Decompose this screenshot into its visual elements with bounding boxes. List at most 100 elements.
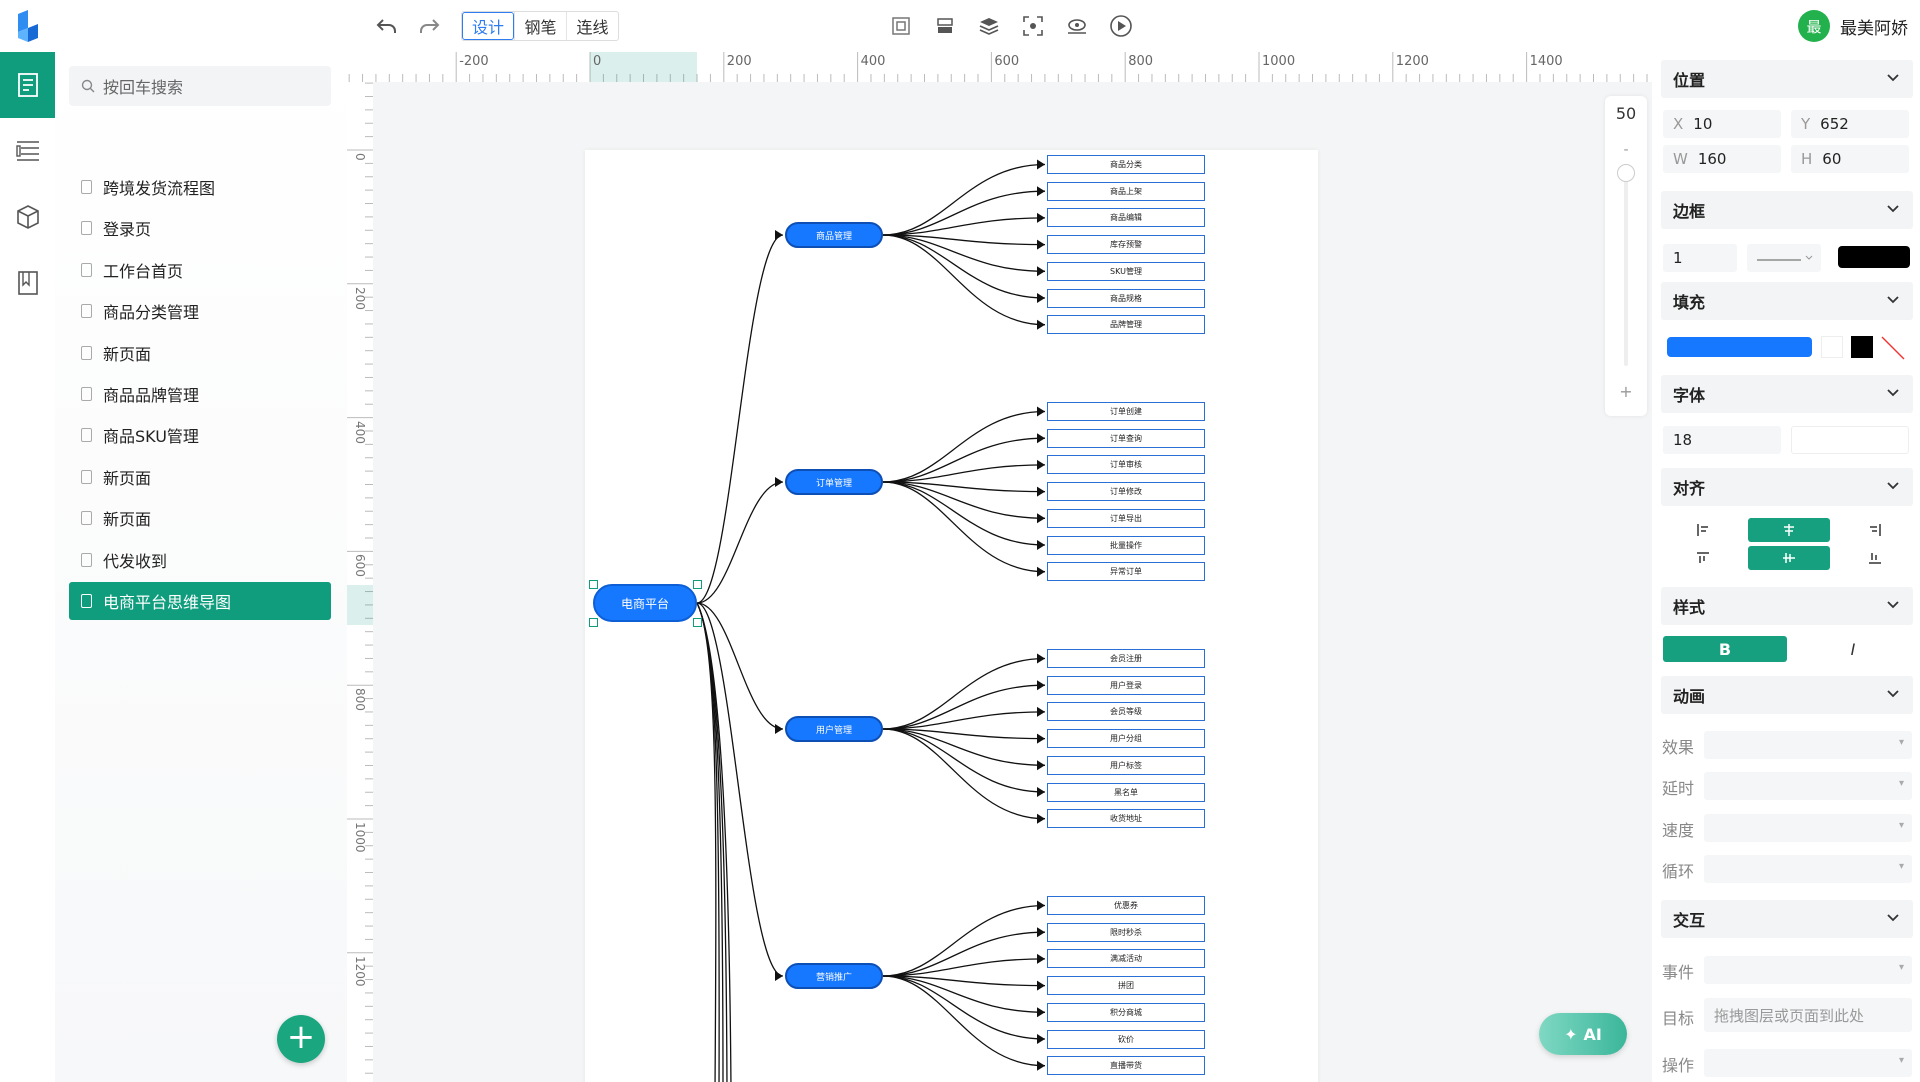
page-list-item[interactable]: 跨境发货流程图 — [69, 168, 331, 206]
mindmap-leaf-node[interactable]: 商品编辑 — [1047, 208, 1205, 228]
page-list-item[interactable]: 新页面 — [69, 458, 331, 496]
mindmap-leaf-node[interactable]: 商品上架 — [1047, 181, 1205, 201]
mindmap-branch-node[interactable]: 商品管理 — [785, 222, 883, 248]
avatar[interactable]: 最 — [1798, 10, 1830, 42]
mindmap-leaf-node[interactable]: 会员等级 — [1047, 702, 1205, 722]
mindmap-root-node[interactable]: 电商平台 — [593, 584, 697, 622]
rail-library[interactable] — [0, 250, 55, 316]
mindmap-leaf-node[interactable]: 订单修改 — [1047, 482, 1205, 502]
align-icon[interactable] — [932, 13, 958, 39]
mindmap-leaf-node[interactable]: 订单审核 — [1047, 455, 1205, 475]
mindmap-leaf-node[interactable]: 订单创建 — [1047, 402, 1205, 421]
effect-select[interactable] — [1704, 731, 1912, 759]
preview-icon[interactable] — [1064, 13, 1090, 39]
page-list-item[interactable]: 代发收到 — [69, 541, 331, 579]
mindmap-leaf-node[interactable]: 黑名单 — [1047, 782, 1205, 802]
fill-color-swatch[interactable] — [1667, 337, 1812, 357]
delay-select[interactable] — [1704, 772, 1912, 800]
rail-components[interactable] — [0, 184, 55, 250]
border-style-select[interactable] — [1747, 244, 1821, 272]
zoom-out-button[interactable]: - — [1623, 142, 1629, 158]
animation-section-header[interactable]: 动画 — [1661, 676, 1913, 714]
mode-pen-tab[interactable]: 钢笔 — [514, 12, 566, 40]
ai-assistant-button[interactable]: ✦ AI — [1539, 1013, 1627, 1055]
align-section-header[interactable]: 对齐 — [1661, 468, 1913, 506]
font-color-swatch[interactable] — [1791, 426, 1909, 454]
mindmap-leaf-node[interactable]: 订单导出 — [1047, 508, 1205, 528]
artboard[interactable]: 商品分类商品上架商品编辑库存预警 SKU管理商品规格品牌管理 商品管理订单创建订单查… — [585, 150, 1318, 1082]
border-section-header[interactable]: 边框 — [1661, 191, 1913, 229]
zoom-slider-handle[interactable] — [1617, 164, 1635, 182]
page-list-item[interactable]: 商品分类管理 — [69, 292, 331, 330]
mindmap-leaf-node[interactable]: 品牌管理 — [1047, 315, 1205, 335]
action-select[interactable] — [1704, 1049, 1912, 1077]
mindmap-leaf-node[interactable]: 满减活动 — [1047, 949, 1205, 969]
page-list-item[interactable]: 工作台首页 — [69, 251, 331, 289]
border-width-field[interactable]: 1 — [1663, 244, 1737, 272]
mindmap-leaf-node[interactable]: 订单查询 — [1047, 428, 1205, 448]
mindmap-leaf-node[interactable]: SKU管理 — [1047, 261, 1205, 281]
interaction-section-header[interactable]: 交互 — [1661, 900, 1913, 938]
mindmap-leaf-node[interactable]: 直播带货 — [1047, 1056, 1205, 1076]
fill-black-swatch[interactable] — [1851, 336, 1873, 358]
mode-design-tab[interactable]: 设计 — [462, 12, 514, 40]
mindmap-leaf-node[interactable]: 用户登录 — [1047, 675, 1205, 695]
page-list-item[interactable]: 登录页 — [69, 209, 331, 247]
mindmap-branch-node[interactable]: 营销推广 — [785, 963, 883, 989]
bold-button[interactable]: B — [1663, 636, 1787, 662]
search-input[interactable]: 按回车搜索 — [69, 66, 331, 106]
page-list-item[interactable]: 新页面 — [69, 334, 331, 372]
font-size-field[interactable]: 18 — [1663, 426, 1781, 454]
align-center-button[interactable] — [1748, 518, 1830, 542]
position-section-header[interactable]: 位置 — [1661, 60, 1913, 98]
font-section-header[interactable]: 字体 — [1661, 375, 1913, 413]
mindmap-leaf-node[interactable]: 会员注册 — [1047, 649, 1205, 668]
page-list-item[interactable]: 电商平台思维导图 — [69, 582, 331, 620]
mindmap-branch-node[interactable]: 用户管理 — [785, 716, 883, 742]
page-list-item[interactable]: 商品品牌管理 — [69, 375, 331, 413]
user-name[interactable]: 最美阿娇 — [1840, 19, 1908, 39]
layers-icon[interactable] — [976, 13, 1002, 39]
rail-outline[interactable] — [0, 118, 55, 184]
mode-connect-tab[interactable]: 连线 — [566, 12, 618, 40]
selection-handle[interactable] — [693, 580, 702, 589]
align-right-button[interactable] — [1834, 518, 1916, 542]
component-icon[interactable] — [888, 13, 914, 39]
fill-white-swatch[interactable] — [1821, 336, 1843, 358]
align-middle-button[interactable] — [1748, 546, 1830, 570]
mindmap-leaf-node[interactable]: 用户分组 — [1047, 729, 1205, 749]
undo-icon[interactable] — [373, 12, 401, 40]
align-left-button[interactable] — [1662, 518, 1744, 542]
target-dropzone[interactable]: 拖拽图层或页面到此处 — [1704, 998, 1912, 1032]
redo-icon[interactable] — [415, 12, 443, 40]
speed-select[interactable] — [1704, 814, 1912, 842]
mindmap-leaf-node[interactable]: 砍价 — [1047, 1029, 1205, 1049]
selection-handle[interactable] — [693, 618, 702, 627]
mindmap-leaf-node[interactable]: 限时秒杀 — [1047, 922, 1205, 942]
rail-pages[interactable] — [0, 52, 55, 118]
mindmap-leaf-node[interactable]: 用户标签 — [1047, 755, 1205, 775]
no-fill-icon[interactable] — [1881, 336, 1905, 360]
mindmap-leaf-node[interactable]: 库存预警 — [1047, 235, 1205, 255]
page-list-item[interactable]: 商品SKU管理 — [69, 416, 331, 454]
zoom-in-button[interactable]: + — [1619, 382, 1633, 401]
event-select[interactable] — [1704, 956, 1912, 984]
mindmap-leaf-node[interactable]: 收货地址 — [1047, 809, 1205, 829]
style-section-header[interactable]: 样式 — [1661, 587, 1913, 625]
mindmap-leaf-node[interactable]: 商品规格 — [1047, 288, 1205, 308]
mindmap-leaf-node[interactable]: 优惠券 — [1047, 896, 1205, 915]
italic-button[interactable]: I — [1850, 639, 1856, 659]
page-list-item[interactable]: 新页面 — [69, 499, 331, 537]
play-icon[interactable] — [1108, 13, 1134, 39]
canvas[interactable]: 商品分类商品上架商品编辑库存预警 SKU管理商品规格品牌管理 商品管理订单创建订单查… — [373, 82, 1652, 1082]
loop-select[interactable] — [1704, 855, 1912, 883]
mindmap-leaf-node[interactable]: 商品分类 — [1047, 155, 1205, 174]
fill-section-header[interactable]: 填充 — [1661, 282, 1913, 320]
add-page-button[interactable]: + — [277, 1015, 325, 1063]
mindmap-leaf-node[interactable]: 异常订单 — [1047, 562, 1205, 582]
zoom-track[interactable] — [1624, 166, 1628, 366]
mindmap-branch-node[interactable]: 订单管理 — [785, 469, 883, 495]
